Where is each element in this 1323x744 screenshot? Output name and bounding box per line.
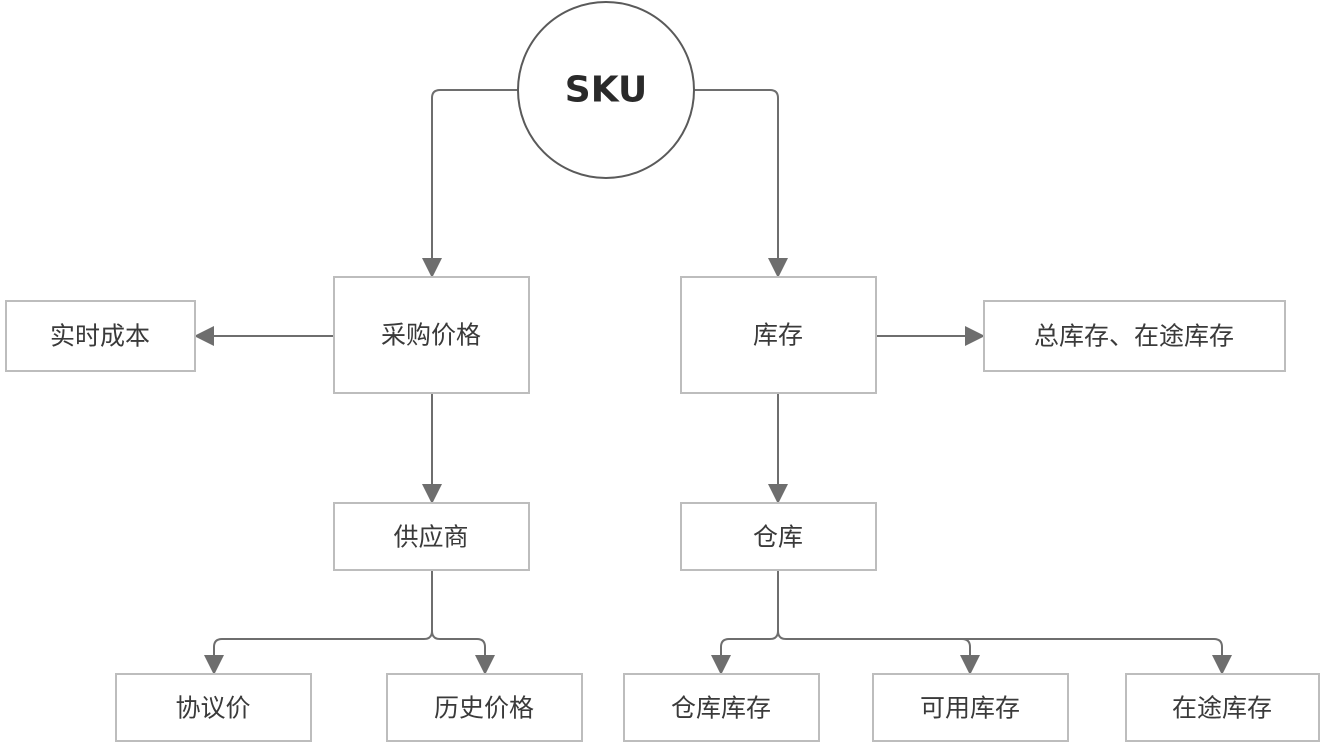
node-label: 实时成本 <box>50 322 150 351</box>
node-total-and-transit: 总库存、在途库存 <box>983 300 1286 372</box>
node-label: 仓库库存 <box>671 694 771 723</box>
node-box <box>623 673 820 742</box>
node-label: 采购价格 <box>381 321 481 350</box>
node-label: 历史价格 <box>434 694 534 723</box>
node-box <box>872 673 1069 742</box>
edge-supplier-to-historical-price <box>431 630 495 675</box>
node-label: 仓库 <box>753 523 803 552</box>
node-inventory: 库存 <box>680 276 877 394</box>
node-purchase-price: 采购价格 <box>333 276 530 394</box>
node-historical-price: 历史价格 <box>386 673 583 742</box>
node-supplier: 供应商 <box>333 502 530 571</box>
edge-sku-to-purchase-price <box>422 89 518 278</box>
root-node: SKU <box>517 1 695 179</box>
node-box <box>386 673 583 742</box>
edge-warehouse-to-available-inventory <box>777 630 980 675</box>
node-warehouse-inventory: 仓库库存 <box>623 673 820 742</box>
node-box <box>115 673 312 742</box>
node-available-inventory: 可用库存 <box>872 673 1069 742</box>
node-agreed-price: 协议价 <box>115 673 312 742</box>
node-label: 库存 <box>753 321 803 350</box>
node-in-transit-inventory: 在途库存 <box>1125 673 1320 742</box>
node-label: 供应商 <box>393 523 468 552</box>
node-label: 可用库存 <box>920 694 1020 723</box>
node-label: 总库存、在途库存 <box>1034 322 1234 351</box>
edge-warehouse-to-in-transit-inventory <box>962 638 1232 675</box>
root-label: SKU <box>565 70 647 111</box>
node-realtime-cost: 实时成本 <box>5 300 196 372</box>
node-box <box>680 276 877 394</box>
node-box <box>1125 673 1320 742</box>
edge-warehouse-to-warehouse-inventory <box>711 571 779 675</box>
edges <box>194 89 1232 675</box>
edge-sku-to-inventory <box>694 89 788 278</box>
node-label: 协议价 <box>175 694 250 723</box>
node-warehouse: 仓库 <box>680 502 877 571</box>
edge-supplier-to-agreed-price <box>204 571 433 675</box>
node-label: 在途库存 <box>1172 694 1272 723</box>
node-box <box>983 300 1286 372</box>
root-circle <box>517 1 695 179</box>
node-box <box>5 300 196 372</box>
node-box <box>333 502 530 571</box>
node-box <box>333 276 530 394</box>
node-box <box>680 502 877 571</box>
